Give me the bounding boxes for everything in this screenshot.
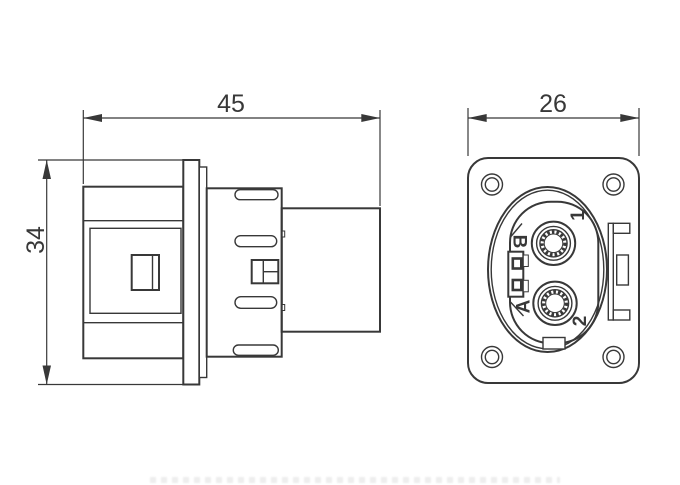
terminal-2-label: 2 bbox=[570, 316, 591, 327]
pin-b-label: B bbox=[509, 235, 530, 249]
front-flange-plate bbox=[467, 157, 640, 384]
dimension-side-width: 45 bbox=[82, 90, 381, 206]
mounting-hole-top-right bbox=[602, 173, 625, 196]
dimension-value-34: 34 bbox=[22, 226, 50, 254]
face-chamfer-top bbox=[509, 223, 523, 238]
pin-block-tab-top bbox=[522, 254, 529, 267]
terminal-bore bbox=[545, 293, 565, 314]
terminal-1 bbox=[530, 220, 577, 267]
rail-spine bbox=[607, 222, 614, 321]
pin-a-label: A bbox=[514, 299, 535, 313]
terminal-sleeve bbox=[539, 228, 568, 258]
side-flange-backplate bbox=[198, 166, 208, 379]
side-body-latch bbox=[130, 254, 160, 291]
collar-slot-4 bbox=[232, 344, 280, 357]
side-rear-body bbox=[280, 207, 382, 333]
collar-slot-2 bbox=[234, 234, 278, 248]
hole-outer bbox=[602, 173, 625, 196]
collar-slot-3 bbox=[234, 296, 278, 310]
hole-inner bbox=[484, 177, 500, 192]
terminal-contact-crown bbox=[541, 290, 569, 317]
terminal-outer-ring bbox=[532, 280, 578, 326]
dimension-side-height: 34 bbox=[22, 159, 184, 386]
mounting-hole-top-left bbox=[480, 173, 504, 196]
hole-inner bbox=[484, 349, 500, 365]
terminal-mid-ring bbox=[537, 285, 573, 321]
front-view: 26 bbox=[467, 90, 640, 384]
mounting-hole-bottom-right bbox=[602, 345, 625, 369]
arrowhead-right bbox=[620, 114, 639, 122]
mating-face-outer bbox=[487, 186, 608, 353]
terminal-2 bbox=[532, 280, 578, 326]
side-body-window bbox=[89, 227, 182, 315]
side-flange bbox=[182, 159, 201, 386]
terminal-1-label: 1 bbox=[568, 210, 589, 221]
rail-arm-top bbox=[612, 222, 631, 235]
terminal-contact-crown bbox=[540, 230, 567, 257]
rail-center-tab bbox=[616, 254, 630, 286]
hole-inner bbox=[606, 177, 621, 192]
signal-pin-b bbox=[511, 257, 523, 270]
arrowhead-left bbox=[83, 114, 102, 122]
keying-rail bbox=[607, 222, 631, 321]
hole-outer bbox=[602, 345, 625, 369]
terminal-outer-ring bbox=[530, 220, 577, 267]
mounting-hole-bottom-left bbox=[480, 345, 504, 369]
collar-slot-1 bbox=[234, 188, 279, 201]
dimension-value-45: 45 bbox=[217, 90, 245, 118]
dimension-front-width: 26 bbox=[467, 90, 640, 156]
terminal-mid-ring bbox=[535, 225, 572, 261]
terminal-sleeve bbox=[540, 288, 570, 318]
face-chamfer-bottom bbox=[509, 301, 525, 317]
hole-outer bbox=[480, 173, 504, 196]
arrowhead-bottom bbox=[42, 365, 51, 385]
terminal-bore bbox=[543, 233, 564, 254]
rail-arm-bottom bbox=[612, 309, 631, 321]
pin-block-tab-bottom bbox=[522, 279, 529, 293]
arrowhead-right bbox=[361, 114, 380, 122]
side-view: 45 34 bbox=[22, 90, 382, 386]
signal-pin-a bbox=[511, 278, 523, 292]
arrowhead-top bbox=[42, 160, 51, 179]
side-collar bbox=[205, 187, 283, 358]
hole-outer bbox=[480, 345, 504, 369]
signal-pin-block bbox=[507, 250, 529, 298]
watermark-smudge bbox=[150, 477, 560, 483]
hole-inner bbox=[606, 349, 621, 365]
side-body-outline bbox=[82, 185, 185, 360]
dimension-value-26: 26 bbox=[539, 90, 567, 118]
bottom-keying-notch bbox=[542, 336, 566, 350]
arrowhead-left bbox=[468, 114, 487, 122]
